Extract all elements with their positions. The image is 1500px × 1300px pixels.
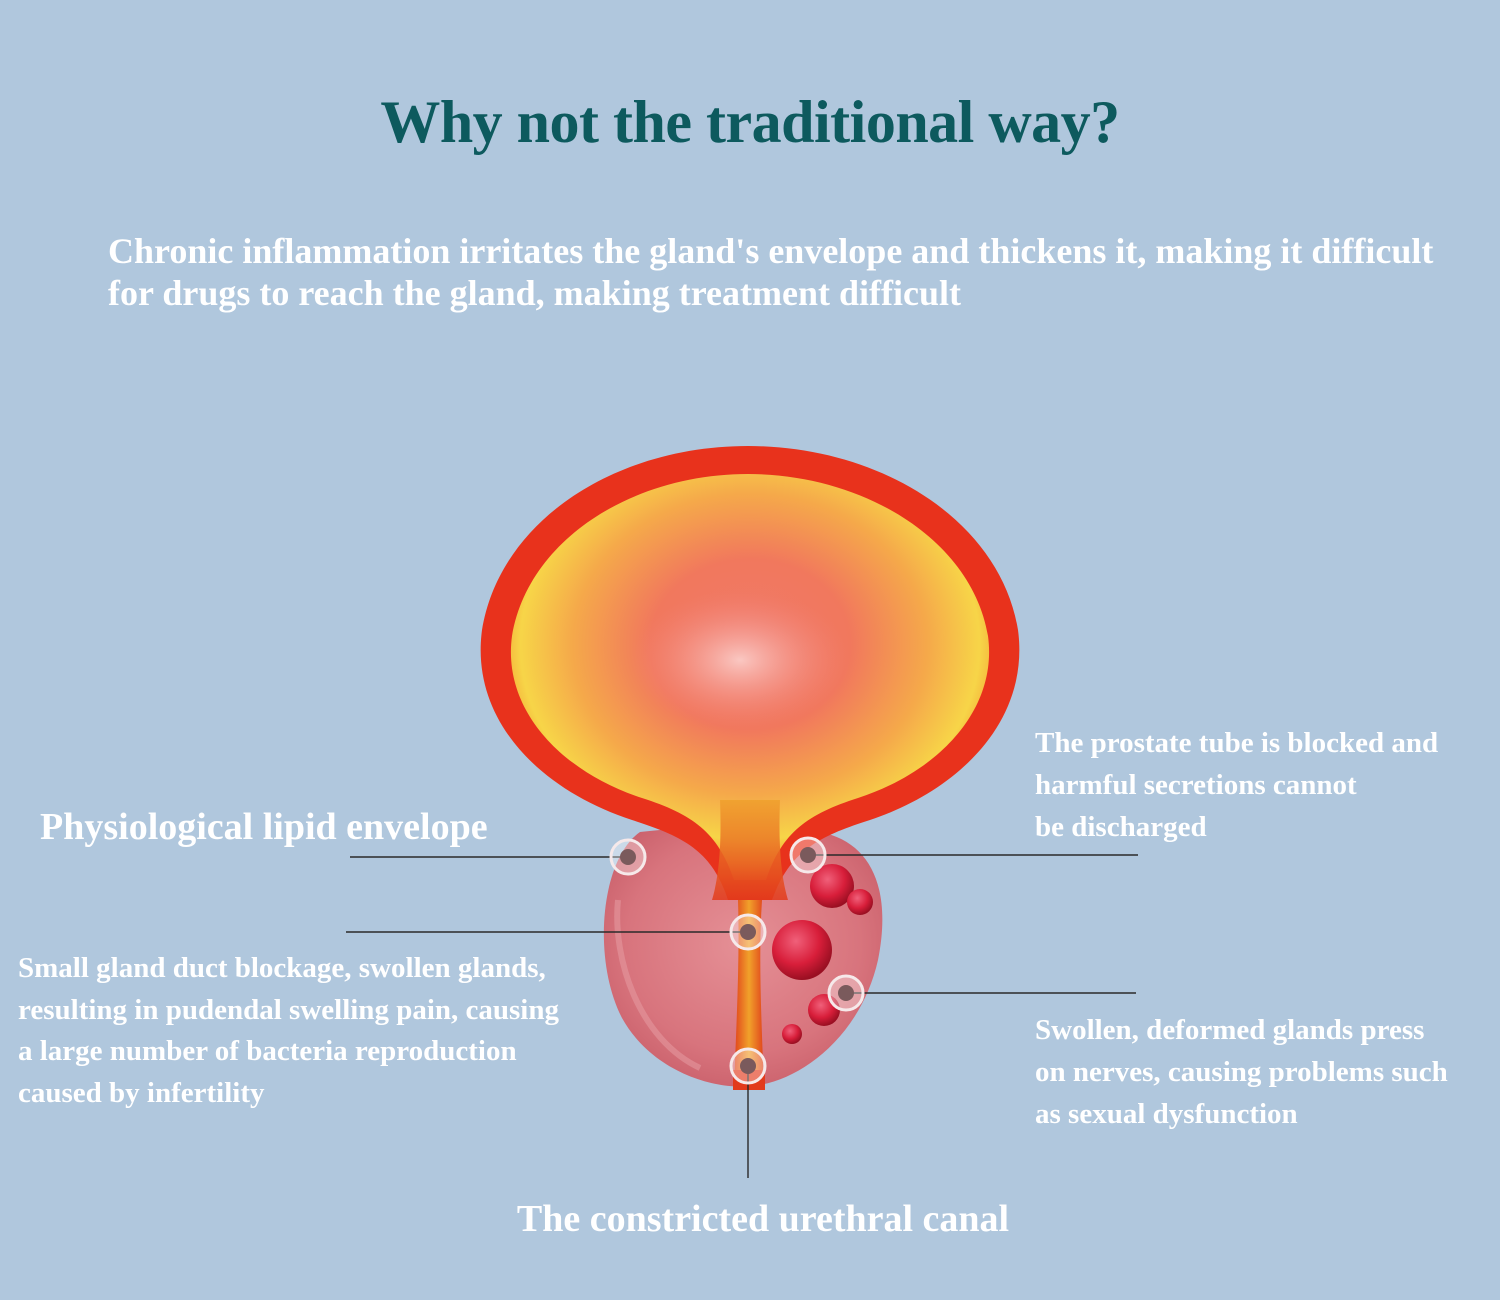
- label-urethral-canal: The constricted urethral canal: [516, 1198, 1010, 1240]
- marker-swollen: [827, 974, 865, 1012]
- lesion: [772, 920, 832, 980]
- intro-paragraph: Chronic inflammation irritates the gland…: [108, 231, 1434, 313]
- label-gland-duct-blockage: Small gland duct blockage, swollen gland…: [18, 952, 559, 1109]
- label-lipid-envelope: Physiological lipid envelope: [40, 806, 488, 848]
- label-prostate-tube-blocked: The prostate tube is blocked and harmful…: [1035, 727, 1439, 843]
- lesion: [782, 1024, 802, 1044]
- marker-duct: [729, 913, 767, 951]
- markers: [609, 836, 865, 1085]
- leader-lines: [346, 854, 1138, 1178]
- page-title: Why not the traditional way?: [380, 89, 1120, 155]
- marker-urethra: [729, 1047, 767, 1085]
- lesion: [810, 864, 854, 908]
- bladder: [480, 446, 1020, 900]
- label-swollen-glands: Swollen, deformed glands press on nerves…: [1035, 1014, 1448, 1130]
- marker-tube: [789, 836, 827, 874]
- lesion: [847, 889, 873, 915]
- marker-envelope: [609, 838, 647, 876]
